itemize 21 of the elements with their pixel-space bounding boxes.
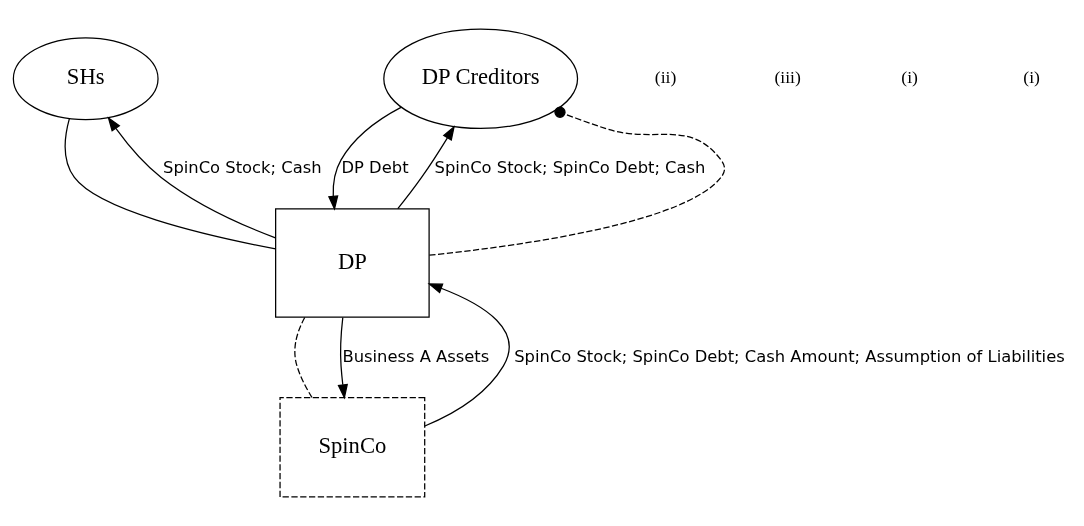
label: (iii) (774, 67, 801, 88)
label: (ii) (654, 67, 677, 88)
node-box: SpinCo (279, 396, 426, 498)
arrow (397, 125, 455, 210)
arrow (337, 316, 348, 400)
connector (64, 118, 277, 250)
arrow (107, 116, 277, 239)
edge-label: SpinCo Stock; SpinCo Debt; Cash Amount; Assumption of Liabilities (514, 346, 1065, 366)
edge-label: Business A Assets (342, 346, 490, 366)
node-box: DP (275, 208, 430, 318)
connector (428, 106, 726, 256)
edge-label: SpinCo Stock; SpinCo Debt; Cash (434, 157, 706, 177)
connector (294, 316, 313, 398)
label: (i) (1023, 67, 1040, 88)
node-ellipse: SHs (12, 37, 159, 121)
arrow (327, 106, 402, 211)
edge-label: DP Debt (341, 157, 409, 177)
arrow (424, 283, 510, 427)
node-ellipse: DP Creditors (383, 28, 579, 130)
label: (i) (901, 67, 918, 88)
edge-label: SpinCo Stock; Cash (163, 157, 322, 177)
